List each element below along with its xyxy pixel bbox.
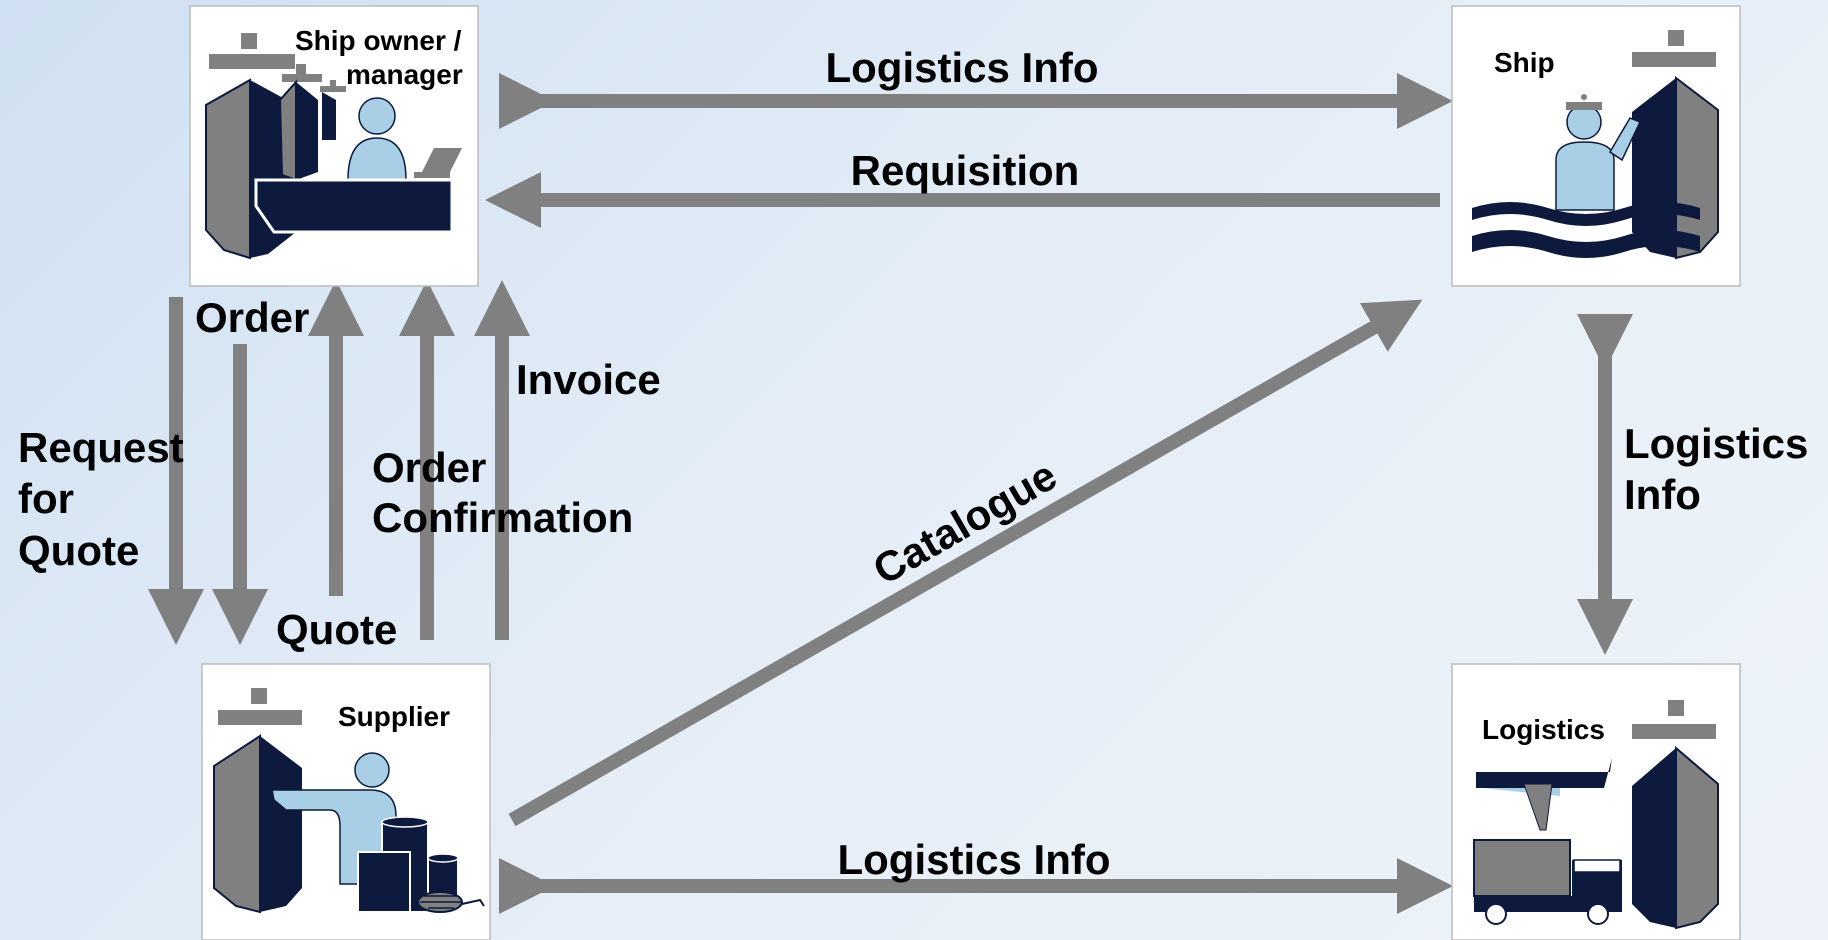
supplier-title: Supplier [338, 701, 450, 732]
label-invoice: Invoice [516, 356, 661, 403]
ship-hull-icon [1632, 745, 1719, 930]
arrows [148, 73, 1633, 914]
ship-funnel-icon [209, 33, 346, 92]
label-rfq-line1: Request [18, 424, 184, 471]
node-supplier: Supplier [201, 663, 491, 940]
label-quote: Quote [276, 606, 397, 653]
ship-owner-title-line1: Ship owner / [295, 25, 462, 56]
label-order-conf-line2: Confirmation [372, 494, 633, 541]
laptop-icon [414, 148, 462, 178]
node-ship: Ship [1451, 5, 1741, 287]
label-requisition: Requisition [851, 147, 1080, 194]
label-supplier-logistics: Logistics Info [838, 836, 1111, 883]
barrels-icon [357, 816, 459, 913]
label-rfq-line2: for [18, 475, 74, 522]
ship-funnel-icon [1632, 700, 1716, 739]
ship-funnel-icon [218, 688, 302, 725]
ship-owner-title-line2: manager [346, 59, 463, 90]
ship-hull-icon [213, 734, 302, 914]
node-ship-owner: Ship owner / manager [189, 5, 479, 287]
label-order: Order [195, 294, 309, 341]
logistics-title: Logistics [1482, 714, 1605, 745]
label-ship-logistics-line2: Info [1624, 471, 1701, 518]
label-owner-ship-logistics: Logistics Info [826, 44, 1099, 91]
label-rfq-line3: Quote [18, 527, 139, 574]
sailor-saluting-icon [1555, 94, 1642, 211]
waves-icon [1472, 202, 1700, 258]
manager-person-icon [347, 97, 407, 181]
ship-funnel-icon [1632, 30, 1716, 67]
label-order-conf-line1: Order [372, 444, 486, 491]
truck-icon [1473, 839, 1622, 925]
ship-title: Ship [1494, 47, 1555, 78]
arrow-catalogue [508, 299, 1423, 827]
label-ship-logistics-line1: Logistics [1624, 420, 1808, 467]
rope-coil-icon [417, 891, 485, 913]
airplane-icon [1476, 758, 1612, 831]
node-logistics: Logistics [1451, 663, 1741, 940]
desk-icon [254, 178, 454, 234]
